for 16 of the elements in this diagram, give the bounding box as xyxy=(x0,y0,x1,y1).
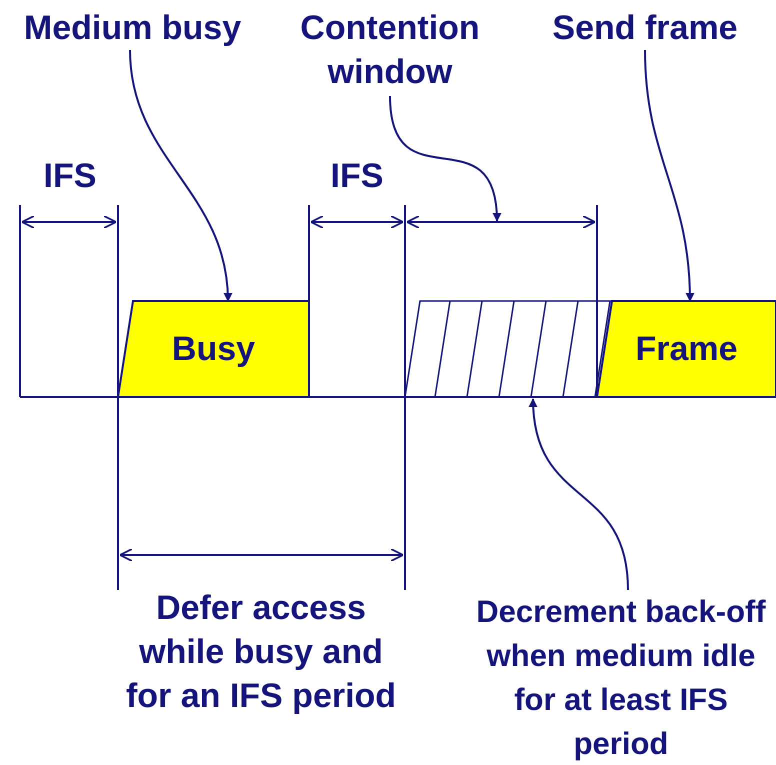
block-label: Busy xyxy=(170,329,256,369)
annotation-label: Contention window xyxy=(270,6,510,94)
interval-label: IFS xyxy=(330,156,384,197)
transmission-block xyxy=(597,301,776,397)
backoff-slots-block xyxy=(405,301,612,397)
leader-line xyxy=(129,50,232,302)
block-label: Frame xyxy=(634,329,739,369)
leader-line xyxy=(389,96,501,222)
annotation-label: Send frame xyxy=(525,6,765,50)
leader-line xyxy=(529,398,629,590)
annotation-label: Defer access while busy and for an IFS period xyxy=(124,588,398,717)
annotation-label: Medium busy xyxy=(5,6,260,50)
interval-label: IFS xyxy=(42,156,98,197)
transmission-block xyxy=(118,301,309,397)
leader-line xyxy=(644,50,694,302)
annotation-label: Decrement back-off when medium idle for at least IFS period xyxy=(466,590,776,765)
